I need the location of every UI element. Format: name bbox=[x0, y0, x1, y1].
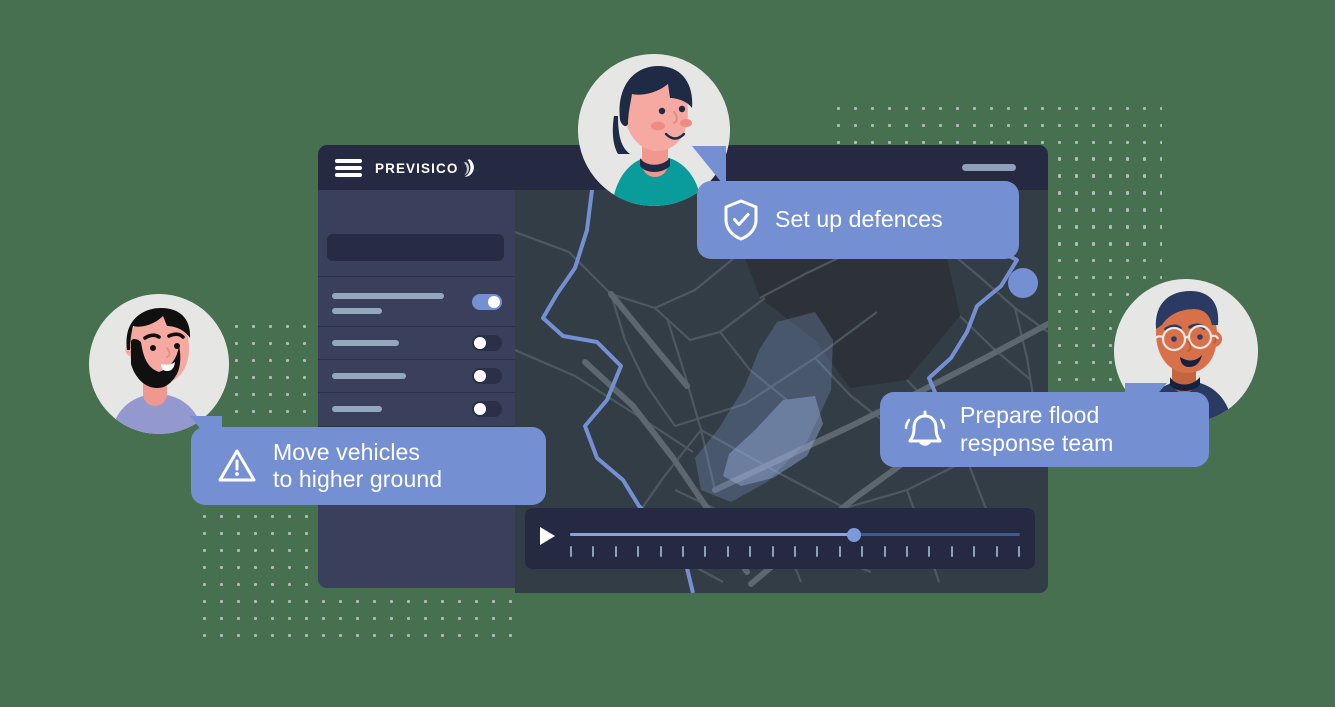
bubble-prepare-flood-response-team[interactable]: Prepare flood response team bbox=[880, 392, 1209, 467]
search-input[interactable] bbox=[327, 234, 504, 261]
timeline-tick bbox=[861, 546, 864, 557]
sidebar-row-2-toggle[interactable] bbox=[472, 335, 502, 351]
timeline-tick bbox=[614, 546, 617, 557]
flood-extent-outer bbox=[695, 312, 833, 502]
toggle-knob bbox=[488, 296, 500, 308]
hamburger-bar bbox=[335, 159, 362, 163]
shield-check-icon bbox=[724, 199, 758, 241]
warning-triangle-icon bbox=[218, 449, 256, 482]
timeline-tick bbox=[883, 546, 886, 557]
bell-alert-icon bbox=[904, 410, 946, 446]
bubble-text: Move vehicles to higher ground bbox=[273, 438, 443, 492]
bubble-set-up-defences[interactable]: Set up defences bbox=[697, 181, 1019, 259]
toggle-knob bbox=[474, 337, 486, 349]
bubble-text: Prepare flood response team bbox=[960, 402, 1114, 456]
avatar-bearded-man bbox=[89, 294, 229, 434]
timeline-tick bbox=[906, 546, 908, 557]
timeline-tick bbox=[995, 546, 998, 557]
timeline-handle[interactable] bbox=[846, 527, 861, 542]
timeline-player[interactable] bbox=[525, 508, 1035, 569]
timeline-tick bbox=[1018, 546, 1020, 557]
timeline-tick bbox=[749, 546, 752, 557]
brand-logo[interactable]: PREVISICO bbox=[375, 158, 475, 178]
sidebar-row-1-line-secondary bbox=[332, 308, 382, 314]
sidebar bbox=[318, 190, 515, 588]
sidebar-row-3-toggle[interactable] bbox=[472, 368, 502, 384]
timeline-tick bbox=[682, 546, 684, 557]
hamburger-bar bbox=[335, 166, 362, 170]
sidebar-row-4[interactable] bbox=[318, 392, 515, 427]
water-droplet-swoosh-icon bbox=[464, 159, 475, 177]
map-marker-dot[interactable] bbox=[1008, 268, 1038, 298]
bubble-move-vehicles[interactable]: Move vehicles to higher ground bbox=[191, 427, 546, 505]
timeline-ticks bbox=[570, 546, 1020, 557]
sidebar-row-1-line-primary bbox=[332, 293, 444, 299]
brand-name: PREVISICO bbox=[375, 160, 459, 176]
timeline-track[interactable] bbox=[570, 527, 1020, 542]
sidebar-row-1-toggle[interactable] bbox=[472, 294, 502, 310]
timeline-tick bbox=[973, 546, 976, 557]
sidebar-row-2-line bbox=[332, 340, 399, 346]
timeline-tick bbox=[928, 546, 931, 557]
timeline-tick bbox=[816, 546, 819, 557]
sidebar-row-4-line bbox=[332, 406, 382, 412]
timeline-tick bbox=[637, 546, 640, 557]
timeline-tick bbox=[771, 546, 774, 557]
timeline-tick bbox=[838, 546, 841, 557]
sidebar-row-4-toggle[interactable] bbox=[472, 401, 502, 417]
timeline-tick bbox=[704, 546, 707, 557]
timeline-tick bbox=[592, 546, 595, 557]
timeline-tick bbox=[950, 546, 953, 557]
timeline-tick bbox=[659, 546, 662, 557]
hamburger-menu-icon[interactable] bbox=[335, 159, 362, 177]
play-icon[interactable] bbox=[540, 527, 555, 545]
toggle-knob bbox=[474, 403, 486, 415]
toggle-knob bbox=[474, 370, 486, 382]
sidebar-row-2[interactable] bbox=[318, 326, 515, 361]
bubble-text: Set up defences bbox=[775, 206, 943, 233]
sidebar-row-3[interactable] bbox=[318, 359, 515, 394]
timeline-tick bbox=[570, 546, 572, 557]
timeline-tick bbox=[726, 546, 729, 557]
timeline-tick bbox=[794, 546, 796, 557]
hamburger-bar bbox=[335, 173, 362, 177]
header-placeholder-bar[interactable] bbox=[962, 164, 1016, 171]
sidebar-row-1[interactable] bbox=[318, 276, 515, 328]
sidebar-row-3-line bbox=[332, 373, 406, 379]
timeline-progress bbox=[570, 533, 854, 536]
flood-extent-inner bbox=[723, 396, 823, 486]
